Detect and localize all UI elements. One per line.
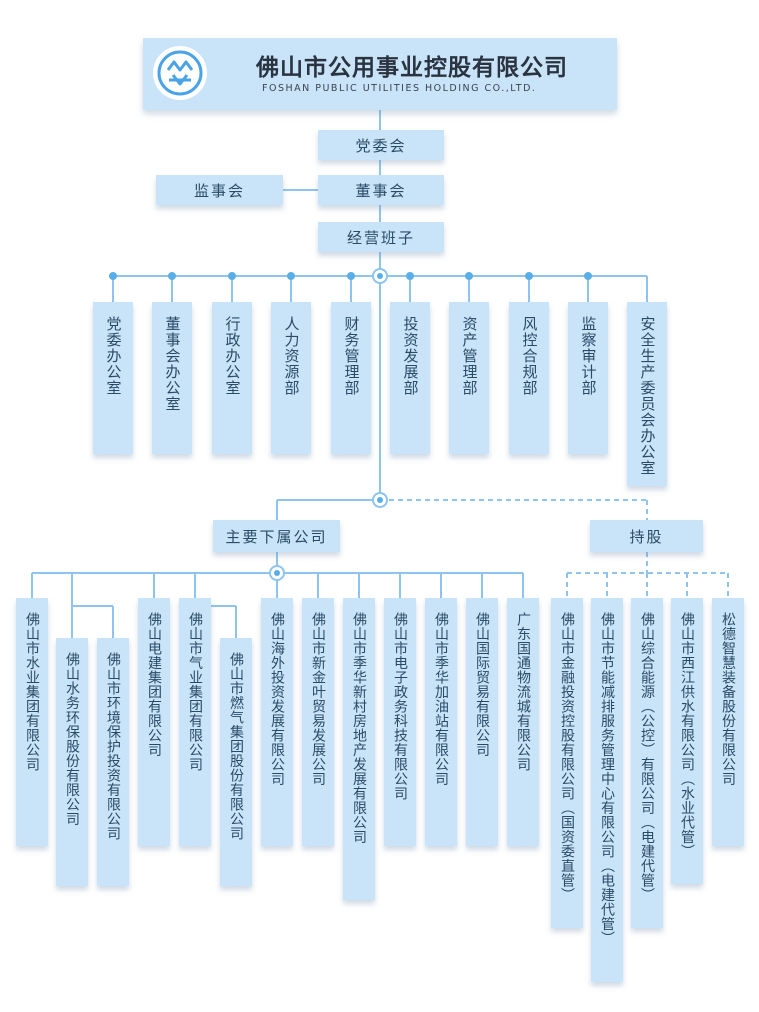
subsidiary-label: 广东国通物流城有限公司 [515,612,531,772]
department-label: 投资发展部 [401,316,420,396]
subsidiary-box[interactable]: 佛山水务环保股份有限公司 [56,638,88,886]
department-box[interactable]: 投资发展部 [390,302,430,454]
department-box[interactable]: 行政办公室 [212,302,252,454]
subsidiary-label: 佛山海外投资发展有限公司 [269,612,285,786]
holding-box[interactable]: 松德智慧装备股份有限公司 [712,598,744,846]
company-logo-icon [153,46,207,100]
subsidiary-box[interactable]: 佛山市电子政务科技有限公司 [384,598,416,846]
department-label: 风控合规部 [520,316,539,396]
junction-marker [372,268,388,284]
company-name-chinese: 佛山市公用事业控股有限公司 [256,55,568,81]
junction-dot [406,272,414,280]
department-box[interactable]: 监察审计部 [568,302,608,454]
holdings-header[interactable]: 持股 [590,520,703,552]
subsidiary-label: 佛山市电子政务科技有限公司 [392,612,408,801]
junction-dot [465,272,473,280]
department-label: 人力资源部 [282,316,301,396]
subsidiary-box[interactable]: 佛山市季华新村房地产发展有限公司 [343,598,375,900]
subsidiary-label: 佛山市新金叶贸易发展公司 [310,612,326,786]
board-of-directors-box[interactable]: 董事会 [318,175,444,205]
holding-box[interactable]: 佛山综合能源（公控）有限公司（电建代管） [631,598,663,928]
subsidiary-label: 佛山电建集团有限公司 [146,612,162,757]
department-box[interactable]: 党委办公室 [93,302,133,454]
subsidiary-box[interactable]: 佛山海外投资发展有限公司 [261,598,293,846]
junction-dot [109,272,117,280]
management-team-box[interactable]: 经营班子 [318,222,444,252]
holding-label: 松德智慧装备股份有限公司 [720,612,736,786]
department-box[interactable]: 资产管理部 [449,302,489,454]
subsidiary-box[interactable]: 佛山市新金叶贸易发展公司 [302,598,334,846]
holding-box[interactable]: 佛山市金融投资控股有限公司（国资委直管） [551,598,583,928]
junction-dot [347,272,355,280]
subsidiary-label: 佛山市季华加油站有限公司 [433,612,449,786]
department-label: 董事会办公室 [163,316,182,412]
department-box[interactable]: 人力资源部 [271,302,311,454]
department-box[interactable]: 风控合规部 [509,302,549,454]
junction-dot [287,272,295,280]
department-box[interactable]: 安全生产委员会办公室 [627,302,667,486]
subsidiary-box[interactable]: 佛山市气业集团有限公司 [179,598,211,846]
subsidiary-label: 佛山市气业集团有限公司 [187,612,203,772]
department-box[interactable]: 董事会办公室 [152,302,192,454]
subsidiary-box[interactable]: 佛山国际贸易有限公司 [466,598,498,846]
holding-label: 佛山市金融投资控股有限公司（国资委直管） [559,612,575,902]
department-label: 监察审计部 [579,316,598,396]
party-committee-box[interactable]: 党委会 [318,130,444,160]
holding-box[interactable]: 佛山市节能减排服务管理中心有限公司（电建代管） [591,598,623,982]
junction-dot [525,272,533,280]
subsidiary-label: 佛山市季华新村房地产发展有限公司 [351,612,367,844]
junction-dot [584,272,592,280]
holding-label: 佛山市节能减排服务管理中心有限公司（电建代管） [599,612,615,946]
department-label: 资产管理部 [460,316,479,396]
department-label: 财务管理部 [342,316,361,396]
department-label: 行政办公室 [223,316,242,396]
subsidiary-box[interactable]: 佛山市季华加油站有限公司 [425,598,457,846]
subsidiary-box[interactable]: 佛山市燃气集团股份有限公司 [220,638,252,886]
holding-label: 佛山综合能源（公控）有限公司（电建代管） [639,612,655,902]
holding-label: 佛山市西江供水有限公司（水业代管） [679,612,695,859]
junction-dot [228,272,236,280]
subsidiary-label: 佛山国际贸易有限公司 [474,612,490,757]
subsidiary-label: 佛山市水业集团有限公司 [24,612,40,772]
department-box[interactable]: 财务管理部 [331,302,371,454]
supervisory-board-box[interactable]: 监事会 [156,175,283,205]
department-label: 安全生产委员会办公室 [638,316,657,476]
junction-marker [269,565,285,581]
company-header [143,38,617,110]
junction-marker [372,492,388,508]
subsidiary-label: 佛山市燃气集团股份有限公司 [228,652,244,841]
main-subsidiaries-header[interactable]: 主要下属公司 [213,520,340,552]
company-name-english: FOSHAN PUBLIC UTILITIES HOLDING CO.,LTD. [262,83,537,94]
department-label: 党委办公室 [104,316,123,396]
holding-box[interactable]: 佛山市西江供水有限公司（水业代管） [671,598,703,884]
subsidiary-box[interactable]: 广东国通物流城有限公司 [507,598,539,846]
subsidiary-label: 佛山水务环保股份有限公司 [64,652,80,826]
subsidiary-box[interactable]: 佛山市水业集团有限公司 [16,598,48,846]
junction-dot [168,272,176,280]
subsidiary-box[interactable]: 佛山电建集团有限公司 [138,598,170,846]
subsidiary-box[interactable]: 佛山市环境保护投资有限公司 [97,638,129,886]
subsidiary-label: 佛山市环境保护投资有限公司 [105,652,121,841]
